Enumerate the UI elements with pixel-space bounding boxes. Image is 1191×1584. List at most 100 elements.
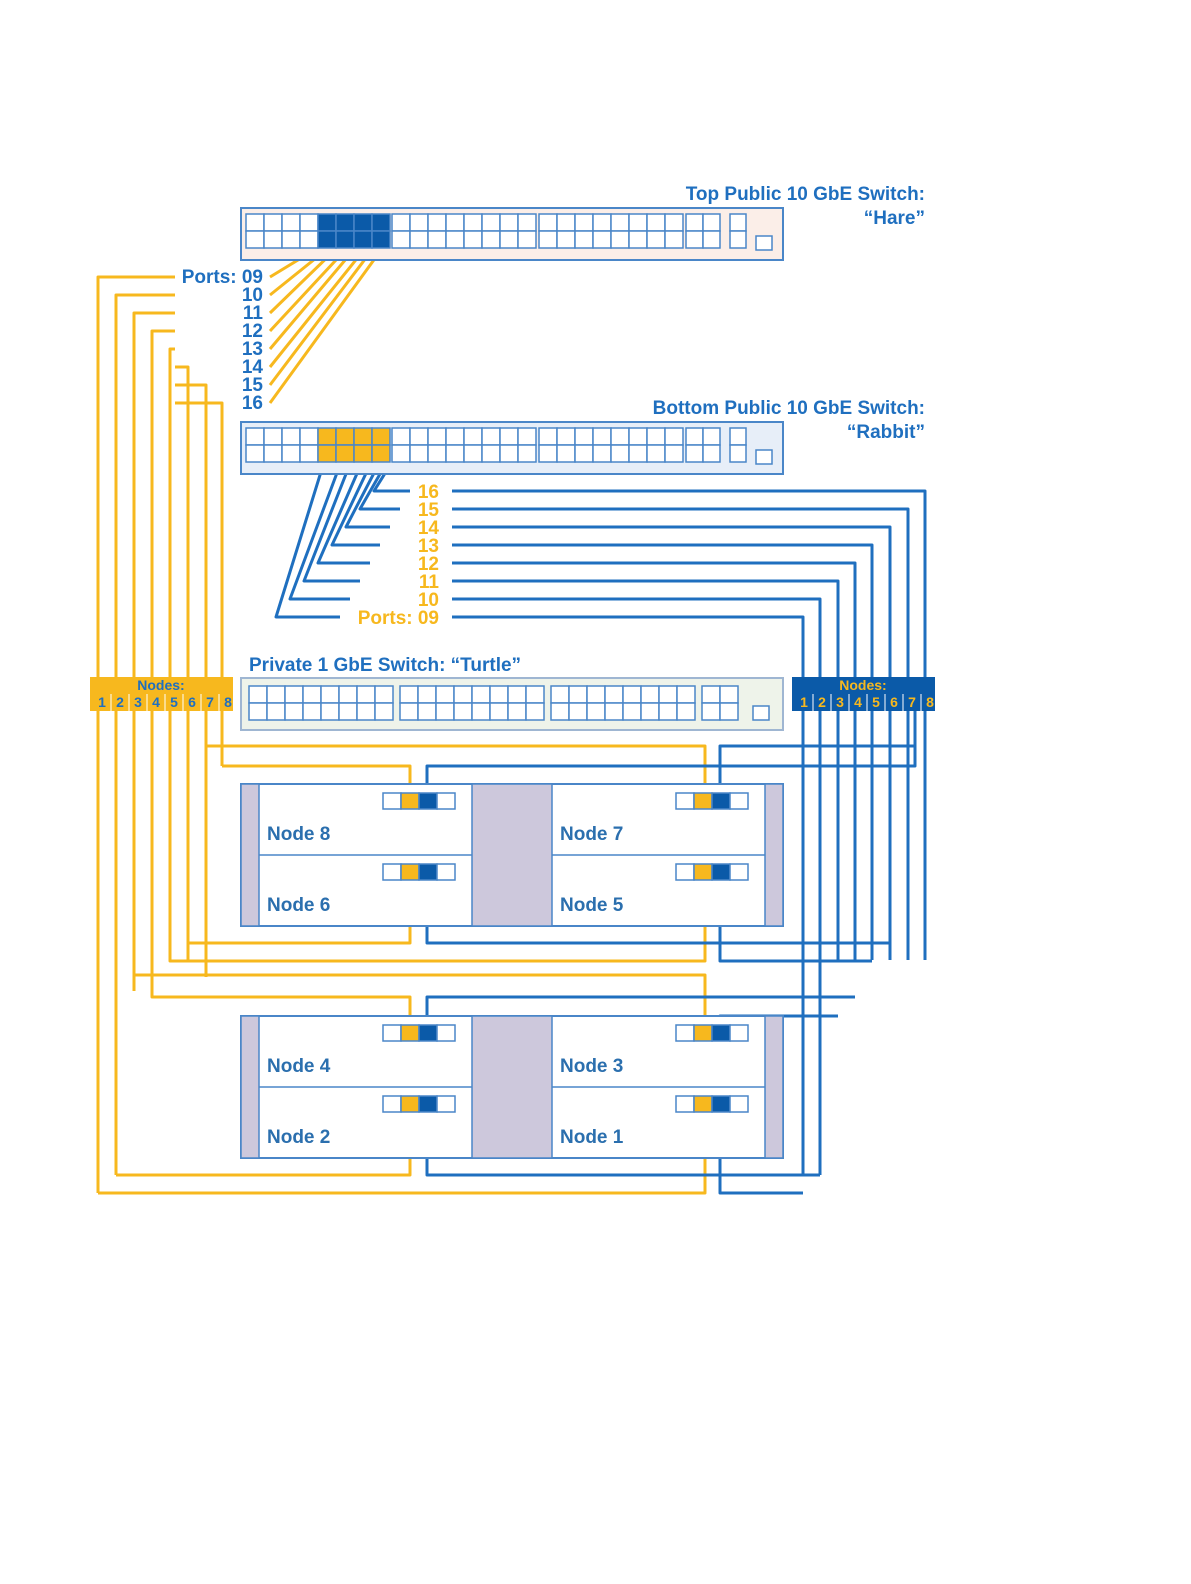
node-4-label: Node 4 (267, 1056, 331, 1077)
hare-d-cell-1-1 (703, 231, 720, 248)
hare-d-cell-1-0 (686, 231, 703, 248)
turtle-c-cell-1-3 (605, 703, 623, 720)
turtle-b-cell-0-4 (472, 686, 490, 703)
right-node-num-4: 4 (854, 694, 862, 710)
turtle-b-cell-1-2 (436, 703, 454, 720)
rabbit-a-cell-0-3 (300, 428, 318, 445)
nic-yellow-2 (401, 864, 419, 880)
rabbit-c-cell-1-3 (593, 445, 611, 462)
rabbit-b-cell-0-0 (392, 428, 410, 445)
turtle-a-cell-1-5 (339, 703, 357, 720)
hare-drop-5 (175, 367, 188, 961)
turtle-c-cell-0-4 (623, 686, 641, 703)
rabbit-c-cell-0-7 (665, 428, 683, 445)
rabbit-c-cell-1-5 (629, 445, 647, 462)
nic-yellow-7 (694, 1096, 712, 1112)
nic-blue-6 (419, 1096, 437, 1112)
hare-b-cell-1-6 (500, 231, 518, 248)
rabbit-b-cell-1-7 (518, 445, 536, 462)
hare-a-cell-1-2 (282, 231, 300, 248)
hare-c-cell-0-3 (593, 214, 611, 231)
rabbit-hi-cell-0-0 (318, 428, 336, 445)
turtle-b-cell-0-5 (490, 686, 508, 703)
turtle-b-cell-0-3 (454, 686, 472, 703)
nic-blue-7 (712, 1096, 730, 1112)
rabbit-hi-cell-0-1 (336, 428, 354, 445)
rabbit-b-cell-0-3 (446, 428, 464, 445)
hare-b-cell-0-3 (446, 214, 464, 231)
left-node-num-1: 1 (98, 694, 106, 710)
nic-empty2-1 (730, 793, 748, 809)
turtle-a-cell-0-4 (321, 686, 339, 703)
rabbit-e-cell-0-0 (730, 428, 746, 445)
turtle-b-cell-1-4 (472, 703, 490, 720)
rabbit-hi-cell-1-2 (354, 445, 372, 462)
hare-a-cell-1-0 (246, 231, 264, 248)
turtle-a-cell-0-0 (249, 686, 267, 703)
nic-yellow-6 (401, 1096, 419, 1112)
turtle-left-node-box-title: Nodes: (137, 677, 184, 693)
hare-c-cell-0-0 (539, 214, 557, 231)
nic-yellow-3 (694, 864, 712, 880)
turtle-c-cell-0-5 (641, 686, 659, 703)
rabbit-d-cell-0-1 (703, 428, 720, 445)
turtle-c-cell-0-6 (659, 686, 677, 703)
hare-c-cell-1-2 (575, 231, 593, 248)
rabbit-b-cell-0-6 (500, 428, 518, 445)
turtle-right-node-box-title: Nodes: (839, 677, 886, 693)
rabbit-c-cell-1-7 (665, 445, 683, 462)
nic-yellow-1 (694, 793, 712, 809)
hare-b-cell-1-7 (518, 231, 536, 248)
nic-empty-6 (383, 1096, 401, 1112)
rabbit-d-cell-1-1 (703, 445, 720, 462)
upper-chassis-right-rail (765, 784, 783, 926)
hare-b-cell-0-2 (428, 214, 446, 231)
rabbit-b-cell-1-4 (464, 445, 482, 462)
hare-port-grid (246, 214, 772, 250)
turtle-b-cell-0-0 (400, 686, 418, 703)
turtle-a-cell-1-3 (303, 703, 321, 720)
rabbit-c-cell-0-4 (611, 428, 629, 445)
rabbit-c-cell-0-2 (575, 428, 593, 445)
hare-c-cell-1-0 (539, 231, 557, 248)
node-1-label: Node 1 (560, 1127, 624, 1148)
hare-a-cell-0-0 (246, 214, 264, 231)
hare-hi-cell-0-0 (318, 214, 336, 231)
turtle-a-cell-0-2 (285, 686, 303, 703)
rabbit-c-cell-0-1 (557, 428, 575, 445)
node-2-label: Node 2 (267, 1127, 330, 1148)
turtle-a-cell-1-6 (357, 703, 375, 720)
nic-blue-5 (712, 1025, 730, 1041)
rabbit-port-grid (246, 428, 772, 464)
rabbit-c-cell-0-5 (629, 428, 647, 445)
rabbit-c-cell-1-1 (557, 445, 575, 462)
turtle-c-cell-1-0 (551, 703, 569, 720)
hare-c-cell-0-6 (647, 214, 665, 231)
turtle-c-cell-1-5 (641, 703, 659, 720)
hare-drop-3 (152, 331, 175, 961)
node-7-label: Node 7 (560, 824, 623, 845)
right-node-num-8: 8 (926, 694, 934, 710)
nic-yellow-0 (401, 793, 419, 809)
turtle-d-cell-1-1 (720, 703, 738, 720)
upper-chassis-midplane (472, 784, 552, 926)
turtle-c-cell-1-7 (677, 703, 695, 720)
upper-chassis-left-rail (241, 784, 259, 926)
hare-b-cell-0-6 (500, 214, 518, 231)
hare-hi-cell-0-2 (354, 214, 372, 231)
hare-b-cell-1-5 (482, 231, 500, 248)
hare-a-cell-0-3 (300, 214, 318, 231)
rabbit-b-cell-0-2 (428, 428, 446, 445)
turtle-b-cell-0-6 (508, 686, 526, 703)
left-node-num-5: 5 (170, 694, 178, 710)
hare-b-cell-1-0 (392, 231, 410, 248)
turtle-c-cell-1-6 (659, 703, 677, 720)
rabbit-d-cell-1-0 (686, 445, 703, 462)
hare-c-cell-1-3 (593, 231, 611, 248)
left-node-num-2: 2 (116, 694, 124, 710)
rabbit-hi-cell-0-2 (354, 428, 372, 445)
rabbit-b-cell-1-5 (482, 445, 500, 462)
rabbit-b-cell-0-1 (410, 428, 428, 445)
turtle-c-cell-1-4 (623, 703, 641, 720)
